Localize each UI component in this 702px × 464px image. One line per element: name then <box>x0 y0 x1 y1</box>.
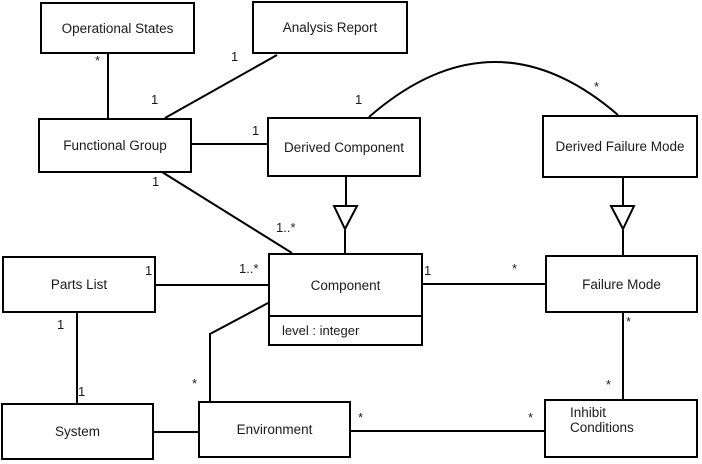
class-name-component: Component <box>310 277 381 293</box>
multiplicity-derived-component-one: 1 <box>252 123 260 138</box>
class-component[interactable]: Component <box>268 253 423 317</box>
multiplicity-component-failure-mode-star: * <box>512 261 518 276</box>
multiplicity-parts-list-system-one-top: 1 <box>57 317 65 332</box>
association-functional-group-component[interactable] <box>161 171 293 254</box>
association-component-environment[interactable] <box>209 302 269 401</box>
multiplicity-fg-component-onestar: 1..* <box>276 220 296 235</box>
class-name-environment: Environment <box>236 422 313 437</box>
multiplicity-environment-inhibit-star-right: * <box>528 410 534 425</box>
class-operational-states[interactable]: Operational States <box>40 2 195 54</box>
generalization-derived-component-line[interactable] <box>344 176 347 253</box>
class-derived-failure-mode[interactable]: Derived Failure Mode <box>542 115 698 178</box>
generalization-triangle-component-icon <box>332 205 359 232</box>
class-name-derived-failure-mode: Derived Failure Mode <box>555 139 685 154</box>
class-functional-group[interactable]: Functional Group <box>38 118 192 173</box>
class-name-parts-list: Parts List <box>50 277 108 292</box>
class-analysis-report[interactable]: Analysis Report <box>252 1 408 54</box>
multiplicity-analysis-report-one: 1 <box>231 49 239 64</box>
multiplicity-arc-derived-failure-mode-star: * <box>594 79 600 94</box>
attribute-level-integer: level : integer <box>282 323 360 338</box>
class-component-attribute-compartment[interactable]: level : integer <box>268 315 423 346</box>
multiplicity-arc-derived-component-one: 1 <box>355 92 363 107</box>
multiplicity-parts-list-system-one-bottom: 1 <box>78 384 86 399</box>
class-name-system: System <box>54 424 100 439</box>
association-functional-group-analysis-report[interactable] <box>164 54 278 119</box>
class-failure-mode[interactable]: Failure Mode <box>545 255 698 313</box>
association-derived-component-derived-failure-mode-arc[interactable] <box>368 61 619 118</box>
class-derived-component[interactable]: Derived Component <box>267 117 421 177</box>
generalization-triangle-failure-mode-icon <box>609 205 636 232</box>
class-name-inhibit-line2: Conditions <box>570 420 634 435</box>
multiplicity-parts-list-one: 1 <box>145 263 153 278</box>
class-name-operational-states: Operational States <box>61 20 174 36</box>
multiplicity-failure-mode-inhibit-star-top: * <box>626 314 632 329</box>
multiplicity-component-environment-star: * <box>192 376 198 391</box>
class-name-functional-group: Functional Group <box>63 138 167 153</box>
class-name-derived-component: Derived Component <box>283 139 405 155</box>
class-inhibit-conditions[interactable]: Inhibit Conditions <box>544 399 698 458</box>
multiplicity-os-star: * <box>95 53 101 68</box>
class-name-analysis-report: Analysis Report <box>282 20 378 35</box>
class-name-inhibit-line1: Inhibit <box>570 405 607 420</box>
multiplicity-environment-inhibit-star-left: * <box>358 410 364 425</box>
class-name-failure-mode: Failure Mode <box>582 276 661 292</box>
multiplicity-failure-mode-inhibit-star-bottom: * <box>606 377 612 392</box>
class-environment[interactable]: Environment <box>198 401 351 458</box>
multiplicity-parts-list-component-onestar: 1..* <box>239 261 259 276</box>
multiplicity-fg-component-one: 1 <box>152 174 160 189</box>
class-parts-list[interactable]: Parts List <box>2 256 156 313</box>
multiplicity-component-failure-mode-one: 1 <box>424 263 432 278</box>
class-system[interactable]: System <box>1 403 154 460</box>
multiplicity-fg-os-one: 1 <box>151 92 159 107</box>
